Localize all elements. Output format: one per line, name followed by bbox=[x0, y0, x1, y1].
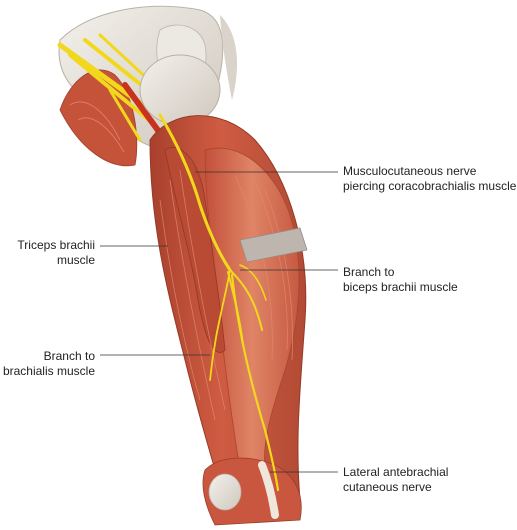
label-line: Branch to bbox=[43, 349, 95, 363]
musculocutaneous-nerve bbox=[158, 113, 280, 492]
label-line: muscle bbox=[56, 253, 95, 267]
label-triceps-brachii: Triceps brachii muscle bbox=[8, 238, 95, 268]
label-line: Triceps brachii bbox=[17, 238, 95, 252]
leader-lines bbox=[100, 171, 338, 473]
label-branch-to-brachialis: Branch to brachialis muscle bbox=[0, 349, 95, 379]
label-line: Lateral antebrachial bbox=[343, 465, 449, 479]
label-line: piercing coracobrachialis muscle bbox=[343, 179, 517, 193]
retractor-band bbox=[239, 227, 308, 263]
label-line: cutaneous nerve bbox=[343, 480, 432, 494]
label-line: brachialis muscle bbox=[2, 364, 95, 378]
label-musculocutaneous-nerve: Musculocutaneous nerve piercing coracobr… bbox=[343, 164, 516, 194]
label-line: biceps brachii muscle bbox=[343, 280, 458, 294]
elbow-bone bbox=[208, 473, 242, 511]
label-line: Musculocutaneous nerve bbox=[343, 164, 477, 178]
humerus-head bbox=[139, 54, 221, 126]
coracobrachialis-muscle bbox=[164, 147, 226, 353]
label-lateral-antebrachial-nerve: Lateral antebrachial cutaneous nerve bbox=[343, 465, 448, 495]
label-line: Branch to bbox=[343, 265, 395, 279]
label-branch-to-biceps: Branch to biceps brachii muscle bbox=[343, 265, 458, 295]
biceps-tendon bbox=[258, 461, 279, 519]
muscle-striations bbox=[159, 169, 293, 421]
